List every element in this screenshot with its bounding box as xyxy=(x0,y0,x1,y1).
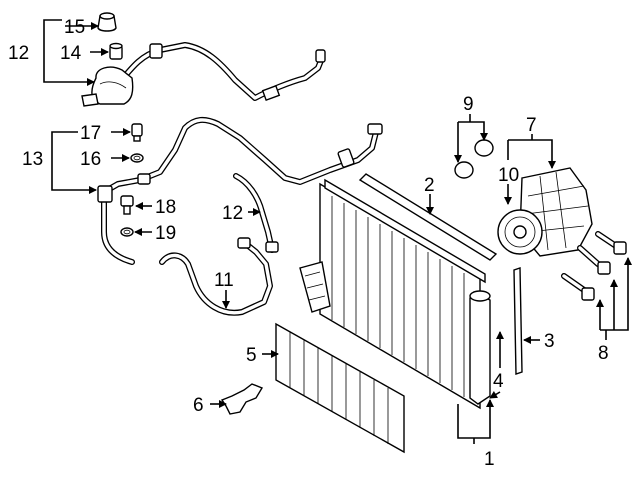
callout-5: 5 xyxy=(246,345,257,366)
callout-15: 15 xyxy=(64,17,85,38)
callout-17: 17 xyxy=(80,123,101,144)
callout-labels: 15 14 12 17 16 13 18 19 12 11 2 3 4 1 5 … xyxy=(8,17,609,470)
callout-8: 8 xyxy=(598,343,609,364)
callout-9: 9 xyxy=(463,94,474,115)
pressure-switch-part-17 xyxy=(131,123,143,142)
hose-part-11 xyxy=(159,237,273,316)
o-ring-part-16 xyxy=(130,153,144,163)
o-ring-part-19 xyxy=(120,227,134,237)
callout-18: 18 xyxy=(155,197,176,218)
cap-part-14 xyxy=(109,42,123,60)
callout-4: 4 xyxy=(493,371,504,392)
cover-part-9 xyxy=(454,139,494,179)
valve-cap-part-15 xyxy=(97,12,117,32)
callout-16: 16 xyxy=(80,149,101,170)
callout-6: 6 xyxy=(193,395,204,416)
bracket-part-6 xyxy=(220,383,264,415)
bolts-part-8 xyxy=(561,231,627,301)
sensor-part-18 xyxy=(120,195,134,215)
bolt-lower xyxy=(561,273,595,301)
condenser-fins xyxy=(331,196,465,397)
discharge-hose xyxy=(97,116,383,265)
callout-1: 1 xyxy=(484,449,495,470)
callout-12-top: 12 xyxy=(8,43,29,64)
callout-14: 14 xyxy=(60,43,82,64)
hose-part-12-middle xyxy=(233,173,279,253)
callout-19: 19 xyxy=(155,223,176,244)
compressor-part-7 xyxy=(497,167,593,257)
bolt-upper xyxy=(595,231,627,255)
callout-12-middle: 12 xyxy=(222,203,243,224)
leader-lines xyxy=(43,19,632,444)
callout-2: 2 xyxy=(424,175,435,196)
callout-13: 13 xyxy=(22,149,43,170)
callout-3: 3 xyxy=(544,331,555,352)
condenser-part-1 xyxy=(299,178,491,410)
callout-11: 11 xyxy=(214,270,234,291)
callout-10: 10 xyxy=(498,165,519,186)
air-deflector-part-5 xyxy=(275,322,405,454)
callout-7: 7 xyxy=(526,115,537,136)
seal-strip-part-2 xyxy=(358,173,498,261)
seal-strip-part-3 xyxy=(513,267,523,375)
suction-hose-upper xyxy=(81,42,326,107)
bolt-middle xyxy=(577,245,611,275)
